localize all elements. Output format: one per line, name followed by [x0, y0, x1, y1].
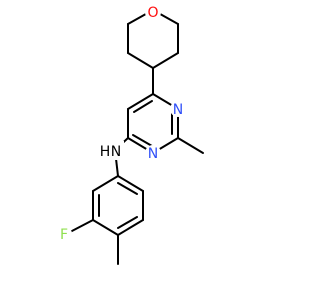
bond-b4-b5 — [117, 219, 144, 236]
atom-label-fluorine: F — [56, 226, 72, 243]
oxane-ring — [127, 9, 179, 69]
amine-hydrogen-symbol: H — [100, 144, 111, 160]
bond-aryl-fluorine — [69, 219, 94, 233]
amine-nitrogen-symbol: N — [111, 144, 121, 160]
bond-c3-c4 — [127, 52, 154, 69]
molecule-structure-diagram: O N N N H F — [56, 4, 204, 265]
bond-b4-b5-inner — [117, 216, 138, 229]
bond-b1-b2 — [92, 175, 119, 192]
atom-label-oxygen: O — [145, 4, 161, 21]
atom-label-ring-nitrogen-lower: N — [145, 145, 161, 162]
bond-c5-c6 — [127, 93, 154, 110]
bond-b6-b1-inner — [117, 182, 138, 195]
ring-nitrogen-lower-symbol: N — [148, 146, 158, 162]
benzene-ring — [92, 175, 144, 236]
bond-pyrimidine-methyl — [177, 137, 204, 154]
bond-b6-b1 — [117, 175, 144, 192]
pyrimidine-ring — [127, 93, 179, 154]
atom-label-amine: N H — [100, 141, 124, 160]
oxygen-symbol: O — [147, 5, 158, 21]
bond-c5-c6-inner — [133, 100, 153, 113]
bond-n3-c4-inner — [132, 134, 153, 147]
bond-b3-b4 — [92, 219, 119, 236]
ring-nitrogen-upper-symbol: N — [173, 102, 183, 118]
fluorine-symbol: F — [60, 227, 68, 243]
atom-label-ring-nitrogen-upper: N — [170, 101, 186, 118]
bond-c2-c3 — [152, 52, 179, 69]
